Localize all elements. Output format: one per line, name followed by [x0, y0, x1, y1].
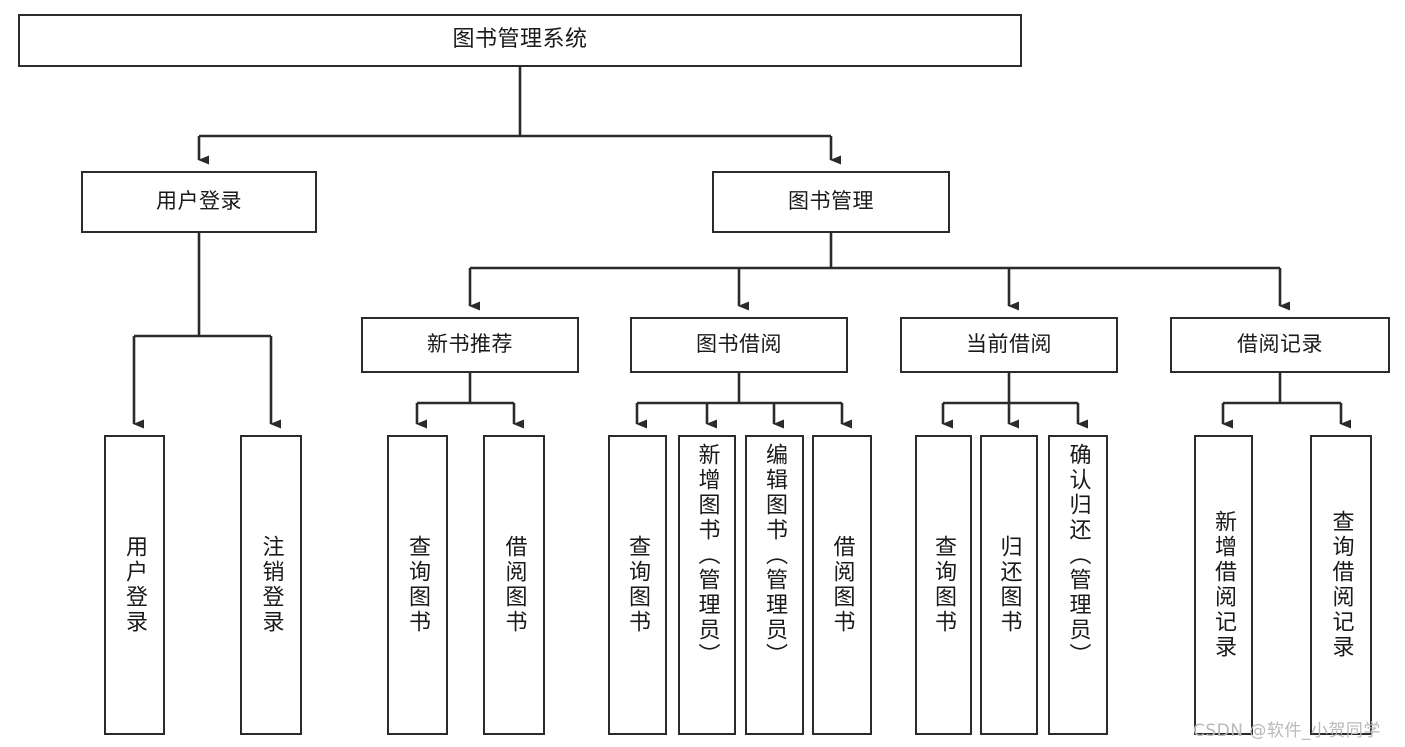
leaf-borrow-book[interactable]: 借阅图书 [812, 435, 872, 735]
leaf-user-login-label: 用户登录 [122, 535, 148, 635]
node-new-book-recommend[interactable]: 新书推荐 [361, 317, 579, 373]
leaf-query-borrow-record-label: 查询借阅记录 [1328, 510, 1354, 660]
leaf-user-logout-label: 注销登录 [258, 535, 284, 635]
node-current-borrow[interactable]: 当前借阅 [900, 317, 1118, 373]
leaf-confirm-return-admin[interactable]: 确认归还（管理员） [1048, 435, 1108, 735]
leaf-query-book-current-label: 查询图书 [931, 535, 957, 635]
leaf-user-login[interactable]: 用户登录 [104, 435, 165, 735]
leaf-borrow-book-label: 借阅图书 [829, 535, 855, 635]
leaf-add-borrow-record[interactable]: 新增借阅记录 [1194, 435, 1253, 735]
node-user-login-label: 用户登录 [156, 189, 242, 214]
node-borrow-records-label: 借阅记录 [1237, 332, 1323, 357]
leaf-user-logout[interactable]: 注销登录 [240, 435, 302, 735]
leaf-edit-book-admin[interactable]: 编辑图书（管理员） [745, 435, 804, 735]
node-book-management-label: 图书管理 [788, 189, 874, 214]
leaf-borrow-book-recommend-label: 借阅图书 [501, 535, 527, 635]
leaf-query-book-current[interactable]: 查询图书 [915, 435, 972, 735]
csdn-watermark-text: CSDN @软件_小贺同学 [1193, 721, 1381, 741]
node-current-borrow-label: 当前借阅 [966, 332, 1052, 357]
node-root-system[interactable]: 图书管理系统 [18, 14, 1022, 67]
node-book-borrow[interactable]: 图书借阅 [630, 317, 848, 373]
leaf-return-book[interactable]: 归还图书 [980, 435, 1038, 735]
leaf-confirm-return-admin-label: 确认归还（管理员） [1065, 443, 1091, 668]
node-borrow-records[interactable]: 借阅记录 [1170, 317, 1390, 373]
leaf-add-book-admin[interactable]: 新增图书（管理员） [678, 435, 736, 735]
csdn-watermark: CSDN @软件_小贺同学 [1193, 716, 1381, 741]
leaf-query-book-borrow-label: 查询图书 [625, 535, 651, 635]
leaf-add-book-admin-label: 新增图书（管理员） [694, 443, 720, 668]
leaf-query-borrow-record[interactable]: 查询借阅记录 [1310, 435, 1372, 735]
leaf-add-borrow-record-label: 新增借阅记录 [1211, 510, 1237, 660]
leaf-edit-book-admin-label: 编辑图书（管理员） [762, 443, 788, 668]
node-root-label: 图书管理系统 [452, 27, 588, 53]
node-book-management[interactable]: 图书管理 [712, 171, 950, 233]
leaf-query-book-recommend-label: 查询图书 [405, 535, 431, 635]
leaf-return-book-label: 归还图书 [996, 535, 1022, 635]
leaf-query-book-borrow[interactable]: 查询图书 [608, 435, 667, 735]
node-user-login[interactable]: 用户登录 [81, 171, 317, 233]
node-new-book-recommend-label: 新书推荐 [427, 332, 513, 357]
leaf-query-book-recommend[interactable]: 查询图书 [387, 435, 448, 735]
node-book-borrow-label: 图书借阅 [696, 332, 782, 357]
leaf-borrow-book-recommend[interactable]: 借阅图书 [483, 435, 545, 735]
